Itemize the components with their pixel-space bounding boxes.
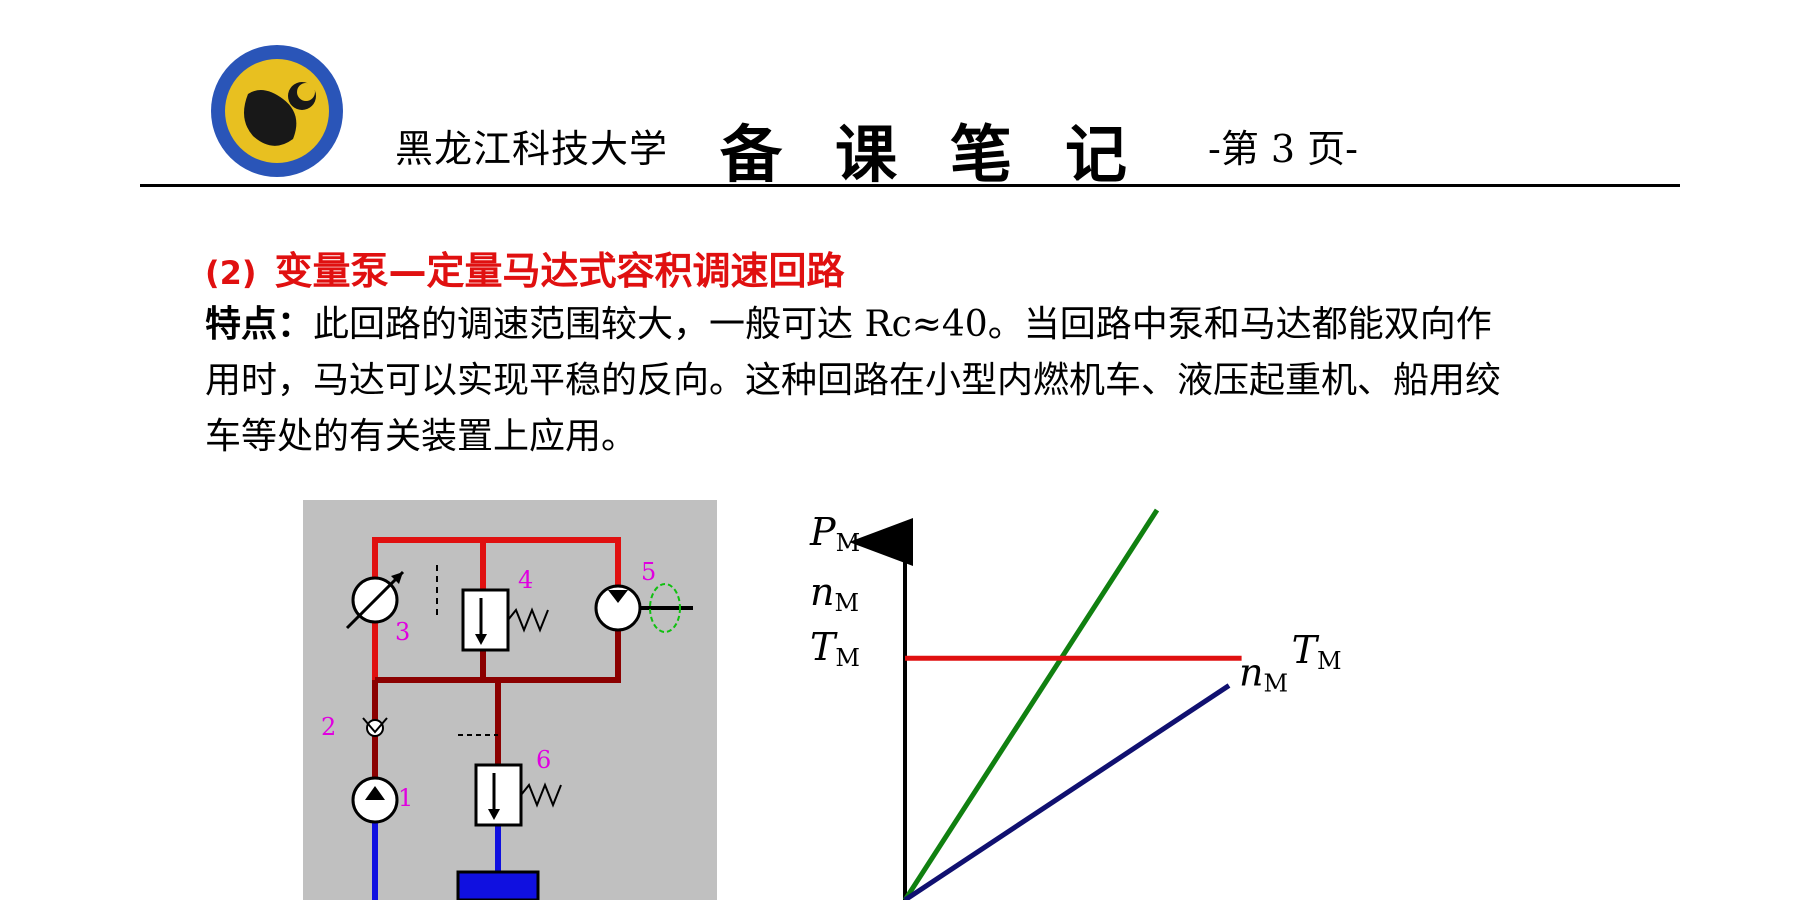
header-divider xyxy=(140,184,1680,187)
label-1: 1 xyxy=(398,784,413,812)
paragraph-line-1: 特点：此回路的调速范围较大，一般可达 Rc≈40。当回路中泵和马达都能双向作 xyxy=(205,304,1492,345)
relief-valve-icon xyxy=(461,588,510,652)
load-icon xyxy=(649,583,681,633)
chart-series xyxy=(902,508,1242,900)
y-axis-label-3: TM xyxy=(810,625,860,672)
label-2: 2 xyxy=(321,713,336,741)
header-title-char-2: 课 xyxy=(835,118,898,191)
series-label-nM: nM xyxy=(1239,651,1288,698)
tank xyxy=(456,870,540,900)
series-label-TM: TM xyxy=(1292,628,1342,675)
header-title-char-4: 记 xyxy=(1065,118,1128,191)
paragraph-line-2: 用时，马达可以实现平稳的反向。这种回路在小型内燃机车、液压起重机、船用绞 xyxy=(205,360,1502,401)
series-line-nM xyxy=(903,683,1231,900)
label-6: 6 xyxy=(536,746,551,774)
y-axis-labels: PM nM TM xyxy=(809,510,860,672)
return-line xyxy=(375,628,621,683)
school-name: 黑龙江科技大学 xyxy=(395,127,669,171)
charge-relief-valve-icon xyxy=(474,763,523,827)
section-heading: (2) 变量泵—定量马达式容积调速回路 xyxy=(205,240,845,295)
series-line-PM xyxy=(902,508,1160,900)
label-5: 5 xyxy=(641,558,656,586)
section-title: 变量泵—定量马达式容积调速回路 xyxy=(274,249,845,293)
university-logo xyxy=(211,45,343,177)
page-number: -第 3 页- xyxy=(1208,127,1359,171)
paragraph-line-3: 车等处的有关装置上应用。 xyxy=(205,416,638,457)
label-4: 4 xyxy=(518,566,533,594)
feature-paragraph: 特点：此回路的调速范围较大，一般可达 Rc≈40。当回路中泵和马达都能双向作 用… xyxy=(205,297,1585,465)
hydraulic-circuit-diagram: 1 2 3 4 5 6 xyxy=(303,500,717,900)
header-title-char-1: 备 xyxy=(720,118,783,191)
check-valve-icon xyxy=(366,719,384,737)
y-axis-label-2: nM xyxy=(810,570,859,617)
y-axis-label-1: PM xyxy=(809,510,860,557)
pressure-line xyxy=(372,537,621,740)
section-number: (2) xyxy=(205,254,257,292)
feature-label: 特点： xyxy=(205,304,314,345)
header-title-char-3: 笔 xyxy=(950,118,1013,191)
label-3: 3 xyxy=(395,618,410,646)
